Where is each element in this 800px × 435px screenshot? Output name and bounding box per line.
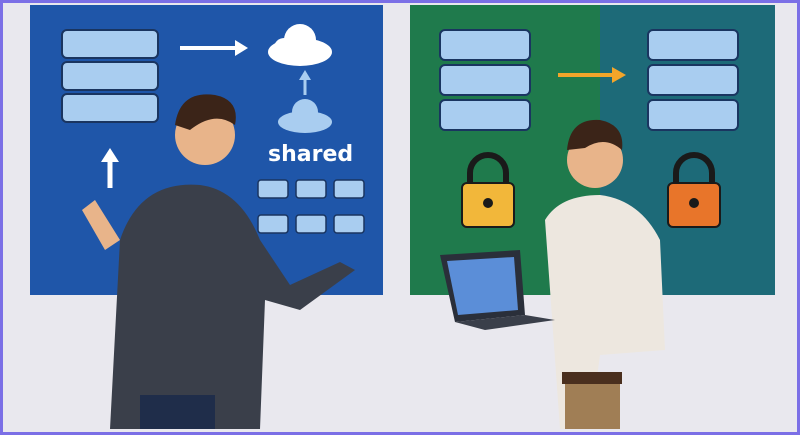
person-shirt-with-laptop xyxy=(440,119,665,429)
shared-label: shared xyxy=(268,142,354,167)
padlock-icon xyxy=(667,152,721,228)
document-grid-icons xyxy=(257,179,365,234)
laptop-icon xyxy=(440,250,555,330)
server-stack-icon xyxy=(647,29,739,131)
arrow-up-icon xyxy=(101,148,119,188)
arrow-right-icon xyxy=(558,67,626,83)
arrow-up-icon xyxy=(299,70,311,95)
server-stack-icon xyxy=(439,29,531,131)
padlock-icon xyxy=(461,152,515,228)
cloud-icon xyxy=(268,24,332,66)
server-stack-icon xyxy=(61,29,159,123)
small-cloud-icon xyxy=(278,99,332,133)
arrow-right-icon xyxy=(180,40,248,56)
person-hoodie xyxy=(82,94,355,429)
